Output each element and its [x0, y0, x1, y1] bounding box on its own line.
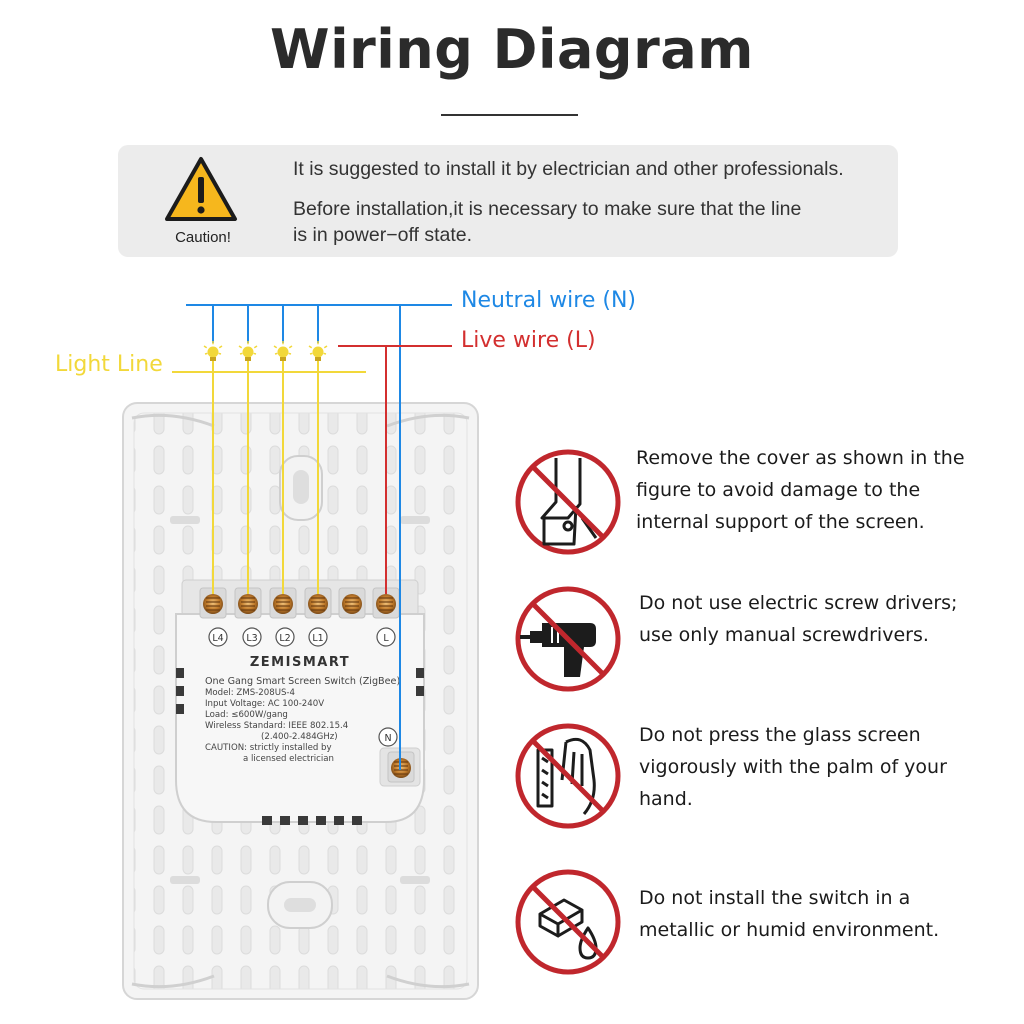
instruction-line: Do not use electric screw drivers;	[639, 592, 958, 614]
terminal-badge	[275, 627, 295, 647]
terminal-badge	[378, 727, 398, 747]
spec-line: (2.400-2.484GHz)	[261, 732, 338, 742]
caution-panel	[118, 145, 898, 257]
spec-line: Wireless Standard: IEEE 802.15.4	[205, 721, 348, 731]
terminal-badge	[308, 627, 328, 647]
terminal-badge	[376, 627, 396, 647]
instruction-line: internal support of the screen.	[636, 511, 925, 533]
brand-name: ZEMISMART	[250, 655, 350, 670]
terminal-screw	[308, 594, 328, 614]
notice-power-off-1: Before installation,it is necessary to m…	[293, 198, 802, 220]
spec-line: Model: ZMS-208US-4	[205, 688, 295, 698]
terminal-badge-label: L2	[279, 633, 290, 644]
light-bulb-icon	[203, 341, 223, 361]
instruction-no-electric-screwdriver: Do not use electric screw drivers; use o…	[639, 587, 984, 651]
terminal-badge-label: L1	[312, 633, 323, 644]
no-palm-press-icon	[515, 723, 621, 829]
instruction-no-palm-press: Do not press the glass screen vigorously…	[639, 719, 984, 815]
title-underline	[441, 114, 578, 116]
terminal-screw	[238, 594, 258, 614]
light-line-label: Light Line	[55, 352, 163, 377]
notice-professionals: It is suggested to install it by electri…	[293, 158, 844, 180]
terminal-screw	[376, 594, 396, 614]
spec-line: a licensed electrician	[243, 754, 334, 764]
terminal-screw	[342, 594, 362, 614]
light-bulb-icon	[238, 341, 258, 361]
light-bulb-icon	[273, 341, 293, 361]
spec-line: Load: ≤600W/gang	[205, 710, 288, 720]
instruction-line: vigorously with the palm of your	[639, 756, 947, 778]
live-wire-label: Live wire (L)	[461, 328, 596, 353]
spec-line: One Gang Smart Screen Switch (ZigBee)	[205, 676, 400, 687]
instruction-line: figure to avoid damage to the	[636, 479, 921, 501]
terminal-badge-label: L4	[212, 633, 223, 644]
light-bulb-icon	[308, 341, 328, 361]
notice-power-off-2: is in power−off state.	[293, 224, 473, 246]
no-electric-screwdriver-icon	[515, 586, 621, 692]
terminal-badge-label: L	[383, 633, 389, 644]
terminal-badge-label: L3	[246, 633, 257, 644]
neutral-wire-label: Neutral wire (N)	[461, 288, 637, 313]
instruction-line: Do not install the switch in a	[639, 887, 911, 909]
instruction-no-metal-humid: Do not install the switch in a metallic …	[639, 882, 984, 946]
remove-cover-icon	[515, 449, 621, 555]
terminal-badge-label: N	[384, 733, 391, 744]
page-title: Wiring Diagram	[270, 18, 754, 81]
instruction-line: Do not press the glass screen	[639, 724, 921, 746]
instruction-line: metallic or humid environment.	[639, 919, 940, 941]
terminal-badge	[208, 627, 228, 647]
terminal-screw	[273, 594, 293, 614]
instruction-remove-cover: Remove the cover as shown in the figure …	[636, 442, 981, 538]
instruction-line: use only manual screwdrivers.	[639, 624, 929, 646]
warning-triangle-icon	[165, 157, 237, 221]
terminal-badge	[242, 627, 262, 647]
spec-line: CAUTION: strictly installed by	[205, 743, 332, 753]
instruction-line: hand.	[639, 788, 693, 810]
instruction-line: Remove the cover as shown in the	[636, 447, 965, 469]
no-metal-humid-icon	[515, 869, 621, 975]
spec-line: Input Voltage: AC 100-240V	[205, 699, 324, 709]
terminal-screw	[203, 594, 223, 614]
caution-label: Caution!	[175, 229, 231, 246]
